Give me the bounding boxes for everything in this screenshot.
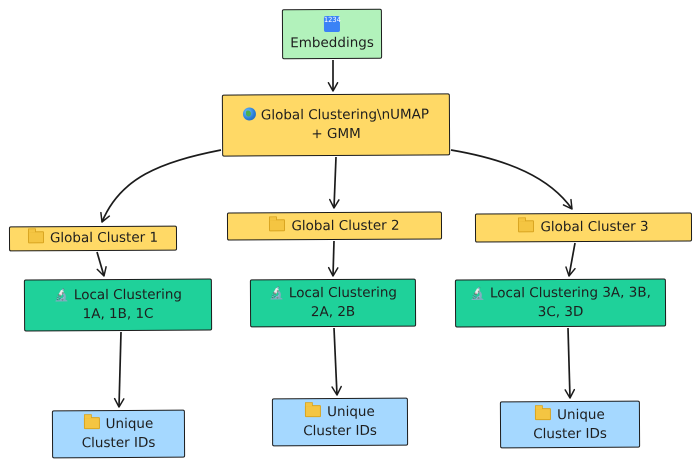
node-local-clustering-1: 🔬 Local Clustering 1A, 1B, 1C <box>23 278 213 332</box>
node-local-clustering-3: 🔬Local Clustering 3A, 3B, 3C, 3D <box>454 278 667 328</box>
node-global-cluster-1-label: Global Cluster 1 <box>49 229 159 247</box>
node-global-cluster-2-label: Global Cluster 2 <box>291 217 400 234</box>
edge-local-clustering-2-to-unique-ids-2 <box>331 327 342 396</box>
edge-global-clustering-to-global-cluster-2 <box>329 156 340 209</box>
node-local-clustering-2-label: Local Clustering 2A, 2B <box>288 284 398 321</box>
node-embeddings-label: Embeddings <box>290 34 374 51</box>
edge-global-cluster-2-to-local-clustering-2 <box>327 240 339 277</box>
microscope-icon: 🔬 <box>469 286 486 301</box>
globe-icon <box>242 107 256 121</box>
node-global-clustering-label: Global Clustering\nUMAP + GMM <box>260 106 430 143</box>
node-local-clustering-3-label: Local Clustering 3A, 3B, 3C, 3D <box>489 284 651 321</box>
numbers-icon: 1234 <box>323 15 341 32</box>
microscope-icon: 🔬 <box>268 286 284 301</box>
node-global-cluster-1: Global Cluster 1 <box>8 225 178 252</box>
folder-icon <box>27 231 44 244</box>
node-global-cluster-2: Global Cluster 2 <box>226 211 443 241</box>
node-global-clustering: Global Clustering\nUMAP + GMM <box>221 93 451 157</box>
node-global-cluster-3: Global Cluster 3 <box>474 212 693 243</box>
node-embeddings: 1234 Embeddings <box>281 8 383 60</box>
edge-global-clustering-to-global-cluster-1 <box>100 149 222 223</box>
microscope-icon: 🔬 <box>53 288 69 303</box>
folder-icon <box>83 417 100 430</box>
node-global-cluster-3-label: Global Cluster 3 <box>540 218 649 236</box>
folder-icon <box>535 407 552 420</box>
node-local-clustering-1-label: Local Clustering 1A, 1B, 1C <box>73 286 183 323</box>
folder-icon <box>269 218 286 231</box>
edge-global-cluster-1-to-local-clustering-1 <box>96 251 107 277</box>
folder-icon <box>305 405 322 418</box>
node-unique-cluster-ids-3: Unique Cluster IDs <box>499 400 641 449</box>
edge-local-clustering-1-to-unique-ids-1 <box>113 331 125 408</box>
edge-global-clustering-to-global-cluster-3 <box>450 149 573 210</box>
node-unique-cluster-ids-1: Unique Cluster IDs <box>51 409 186 459</box>
node-unique-cluster-ids-2: Unique Cluster IDs <box>271 397 409 447</box>
folder-icon <box>518 220 535 233</box>
edge-global-cluster-3-to-local-clustering-3 <box>565 242 576 277</box>
edge-local-clustering-3-to-unique-ids-3 <box>564 327 576 399</box>
node-local-clustering-2: 🔬 Local Clustering 2A, 2B <box>249 278 417 328</box>
